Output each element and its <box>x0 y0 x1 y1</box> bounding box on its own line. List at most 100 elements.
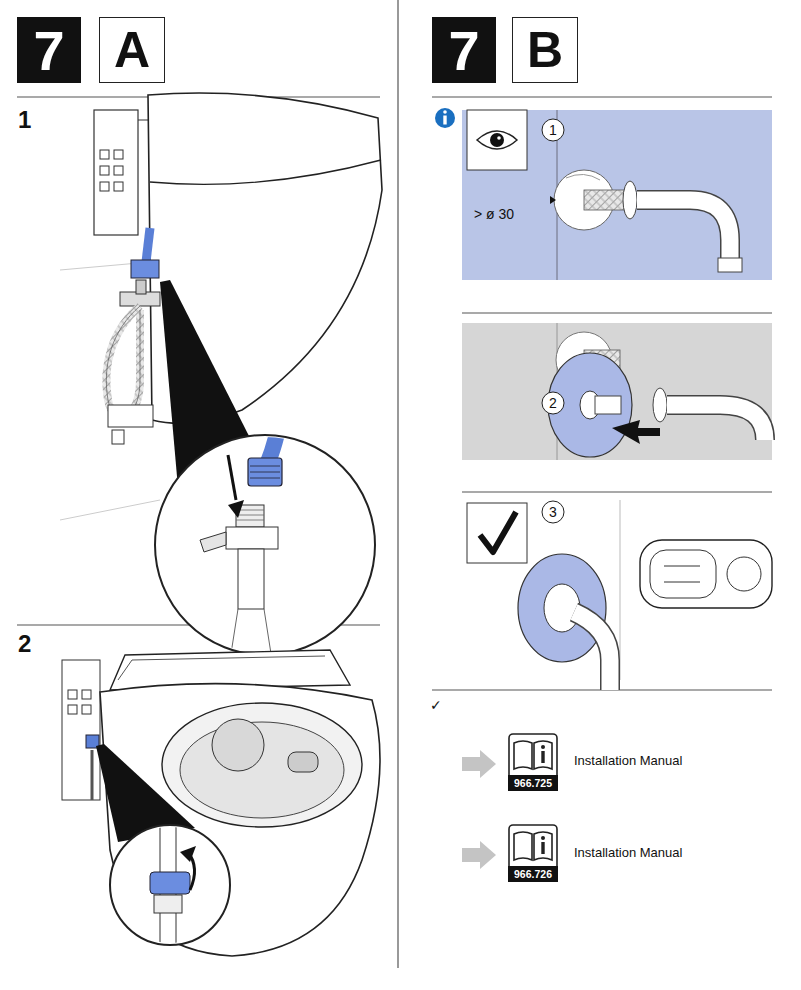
toilet-front-view <box>62 650 380 956</box>
book-symbol <box>541 842 544 854</box>
book-symbol <box>541 751 544 763</box>
wall-panel <box>566 174 600 180</box>
detail-magnifier <box>150 872 190 894</box>
reference-text: Installation Manual <box>574 845 682 860</box>
detail-magnifier <box>200 532 226 552</box>
detail-magnifier <box>150 820 190 950</box>
rule-lines <box>17 0 772 968</box>
toilet-side-view <box>131 260 159 278</box>
wall-panel <box>623 181 637 219</box>
finished-view <box>640 540 772 608</box>
toilet-side-view <box>112 430 124 444</box>
info-icon <box>443 110 447 114</box>
detail-magnifier <box>180 420 380 660</box>
toilet-side-view <box>136 280 146 294</box>
wall-panel <box>595 396 621 414</box>
toilet-side-view <box>106 306 140 417</box>
rule-lines <box>397 0 398 968</box>
rule-lines <box>462 491 772 492</box>
toilet-front-view <box>82 690 91 699</box>
finished-view <box>544 584 580 632</box>
book-symbol <box>541 836 545 840</box>
wall-panel <box>490 133 504 147</box>
wall-panel <box>653 388 667 422</box>
rule-lines <box>462 312 772 313</box>
toilet-side-view <box>114 166 123 175</box>
toilet-side-view <box>114 182 123 191</box>
variant-letter-box: A <box>99 17 165 83</box>
toilet-side-view <box>146 228 150 262</box>
toilet-side-view <box>94 110 138 235</box>
toilet-front-view <box>68 690 77 699</box>
detail-magnifier <box>180 420 380 440</box>
book-symbol <box>509 825 557 866</box>
finished-view <box>574 612 610 690</box>
finished-view <box>480 512 516 552</box>
detail-magnifier <box>236 510 264 520</box>
wall-panel <box>667 405 765 440</box>
book-symbol <box>514 832 532 860</box>
toilet-front-view <box>288 752 318 772</box>
reference-arrow <box>462 750 496 778</box>
finished-view <box>664 566 700 567</box>
rule-lines <box>432 96 772 97</box>
callout-number: 3 <box>538 503 568 521</box>
wall-panel <box>667 405 765 440</box>
info-icon <box>435 108 455 128</box>
toilet-side-view <box>106 306 140 417</box>
toilet-side-view <box>114 150 123 159</box>
toilet-front-view <box>212 719 264 771</box>
step-number: 1 <box>18 106 31 134</box>
wall-panel <box>550 196 556 204</box>
wall-panel <box>718 258 742 272</box>
toilet-front-view <box>68 705 77 714</box>
detail-magnifier <box>238 549 264 609</box>
variant-letter-box: B <box>512 17 578 83</box>
book-symbol <box>534 832 552 860</box>
check-note: ✓ <box>430 697 442 713</box>
detail-magnifier <box>268 420 280 462</box>
detail-magnifier <box>154 895 182 913</box>
book-symbol <box>534 741 552 769</box>
finished-view <box>620 500 621 680</box>
callout-number: 2 <box>538 394 568 412</box>
header-text: 7 <box>448 18 479 83</box>
wall-panel <box>497 136 501 140</box>
detail-magnifier <box>155 435 375 655</box>
wall-panel <box>462 110 772 280</box>
finished-view <box>467 500 772 690</box>
wall-panel <box>637 200 730 262</box>
toilet-front-view <box>91 750 94 800</box>
toilet-front-view <box>82 705 91 714</box>
step-number-box: 7 <box>432 17 496 83</box>
step-number: 2 <box>18 630 31 658</box>
header-text: B <box>527 21 563 79</box>
finished-view <box>518 554 606 662</box>
header-text: 7 <box>33 18 64 83</box>
wall-panel <box>462 110 772 280</box>
reference-arrow <box>462 750 496 869</box>
book-symbol <box>508 824 558 866</box>
toilet-side-view <box>150 160 381 184</box>
finished-view <box>574 612 610 690</box>
toilet-front-view <box>118 656 325 680</box>
toilet-side-view <box>100 150 109 159</box>
detail-magnifier <box>226 527 278 549</box>
reference-text: Installation Manual <box>574 753 682 768</box>
toilet-side-view <box>100 166 109 175</box>
detail-magnifier <box>96 744 230 950</box>
wall-panel <box>584 190 626 210</box>
toilet-front-view <box>62 660 100 800</box>
reference-arrow <box>462 841 496 869</box>
detail-magnifier <box>228 455 236 500</box>
manual-number: 966.725 <box>508 775 558 791</box>
info-icon <box>435 108 455 128</box>
finished-view <box>650 550 716 598</box>
toilet-side-view <box>108 405 153 427</box>
wall-panel <box>462 323 772 460</box>
toilet-front-view <box>162 703 362 827</box>
detail-magnifier <box>155 280 380 660</box>
callout-number: 1 <box>538 121 568 139</box>
detail-magnifier <box>250 466 280 478</box>
